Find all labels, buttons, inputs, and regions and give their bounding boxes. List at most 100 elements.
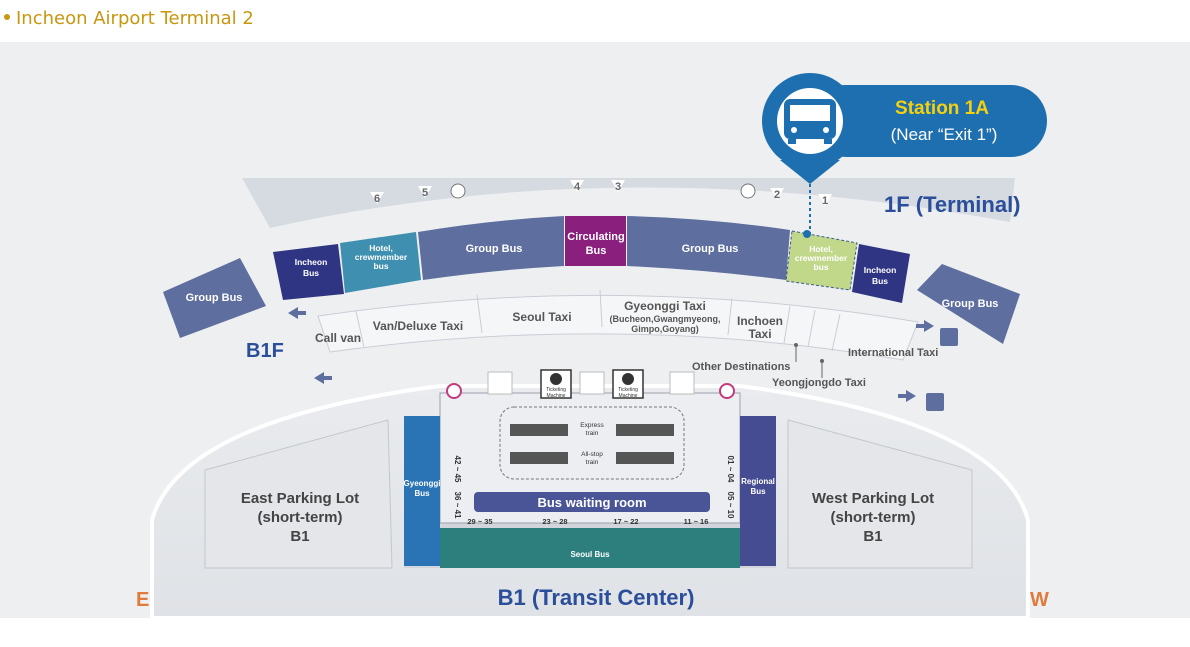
- svg-text:Group Bus: Group Bus: [942, 298, 999, 310]
- compass-west: W: [1030, 589, 1049, 611]
- svg-text:Group Bus: Group Bus: [466, 243, 523, 255]
- bay-incheon-bus-west: [852, 244, 910, 303]
- svg-text:5: 5: [422, 187, 428, 199]
- svg-text:1: 1: [822, 195, 828, 207]
- gate-range-label: 42 ~ 45: [453, 456, 462, 483]
- west-parking-label: West Parking Lot(short-term)B1: [812, 490, 934, 545]
- level-1f-label: 1F (Terminal): [884, 192, 1021, 217]
- door-3: 3: [611, 180, 625, 193]
- svg-text:29 ~ 35: 29 ~ 35: [467, 517, 492, 526]
- page-title: Incheon Airport Terminal 2: [4, 8, 254, 29]
- allstop-train-left: [510, 452, 568, 464]
- callout-banner: [810, 85, 1047, 157]
- yeongjongdo-taxi-label: Yeongjongdo Taxi: [772, 377, 866, 389]
- bay-group-bus-far-east: [163, 258, 266, 338]
- other-destinations-label: Other Destinations: [692, 361, 790, 373]
- gate-range-label: 36 ~ 41: [453, 492, 462, 519]
- svg-text:11 ~ 16: 11 ~ 16: [684, 517, 709, 526]
- seoul-taxi-label: Seoul Taxi: [512, 310, 571, 324]
- bay-circulating-bus: [565, 216, 626, 266]
- info-icon: [446, 383, 462, 399]
- svg-text:23 ~ 28: 23 ~ 28: [542, 517, 567, 526]
- svg-text:2: 2: [774, 189, 780, 201]
- arrow-right-icon: [916, 320, 934, 332]
- terminal-curb: [242, 178, 1015, 228]
- train-platform-area: [499, 406, 685, 480]
- taxi-lane: [317, 294, 919, 361]
- gate-range-label: 01 ~ 04: [726, 456, 735, 483]
- bay-hotel-crew-east: [340, 232, 421, 293]
- express-train-left: [510, 424, 568, 436]
- bay-group-bus-far-west: [917, 264, 1020, 344]
- bay-group-bus-east: [418, 216, 564, 280]
- level-b1f-label: B1F: [246, 340, 284, 362]
- arrow-left-icon: [314, 372, 332, 384]
- station-1a-callout[interactable]: Station 1A (Near “Exit 1”): [762, 73, 1047, 238]
- seoul-bus-label: Seoul Bus: [570, 550, 610, 559]
- door-2: 2: [770, 188, 784, 201]
- page-title-text: Incheon Airport Terminal 2: [16, 8, 254, 29]
- bullet-icon: [4, 14, 10, 20]
- svg-text:6: 6: [374, 193, 380, 205]
- svg-text:Group Bus: Group Bus: [186, 292, 243, 304]
- bus-waiting-room: [474, 492, 710, 512]
- door-markers: 6 5 4 3 2 1: [370, 180, 832, 207]
- seoul-bus-bay: [440, 528, 740, 568]
- svg-text:Group Bus: Group Bus: [682, 243, 739, 255]
- arrow-right-icon: [898, 390, 916, 402]
- taxi-sign-icon: [926, 393, 944, 411]
- bus-icon: [784, 99, 836, 144]
- door-6: 6: [370, 192, 384, 205]
- bottom-gate-ranges: 29 ~ 35 23 ~ 28 17 ~ 22 11 ~ 16: [467, 517, 708, 526]
- west-parking-lot: [787, 419, 973, 569]
- van-deluxe-taxi-label: Van/Deluxe Taxi: [373, 319, 464, 333]
- gyeonggi-taxi-label: Gyeonggi Taxi(Bucheon,Gwangmyeong,Gimpo,…: [609, 299, 720, 334]
- gate-range-label: 05 ~ 10: [726, 492, 735, 519]
- level-b1-transit-label: B1 (Transit Center): [498, 585, 695, 610]
- svg-text:3: 3: [615, 181, 621, 193]
- express-train-right: [616, 424, 674, 436]
- svg-text:4: 4: [574, 181, 581, 193]
- international-taxi-label: International Taxi: [848, 347, 938, 359]
- svg-text:17 ~ 22: 17 ~ 22: [613, 517, 638, 526]
- allstop-train-right: [616, 452, 674, 464]
- east-parking-label: East Parking Lot(short-term)B1: [241, 490, 359, 545]
- bay-incheon-bus-east: [273, 244, 344, 300]
- info-icon: [740, 183, 756, 199]
- bus-sign-icon: [940, 328, 958, 346]
- bay-group-bus-west: [627, 216, 790, 280]
- bus-waiting-room-label: Bus waiting room: [537, 495, 646, 510]
- compass-east: E: [136, 589, 149, 611]
- call-van-label: Call van: [315, 331, 361, 345]
- station-note: (Near “Exit 1”): [891, 125, 998, 144]
- door-4: 4: [570, 180, 584, 193]
- gyeonggi-bus-bay: [404, 416, 440, 566]
- door-1: 1: [818, 194, 832, 207]
- door-5: 5: [418, 186, 432, 199]
- station-name: Station 1A: [895, 98, 989, 119]
- info-icon: [719, 383, 735, 399]
- regional-bus-bay: [740, 416, 776, 566]
- arrow-left-icon: [288, 307, 306, 319]
- bay-hotel-crew-west-station-1a[interactable]: [785, 230, 858, 291]
- info-icon: [450, 183, 466, 199]
- east-parking-lot: [204, 419, 393, 569]
- direction-arrows: [288, 307, 934, 402]
